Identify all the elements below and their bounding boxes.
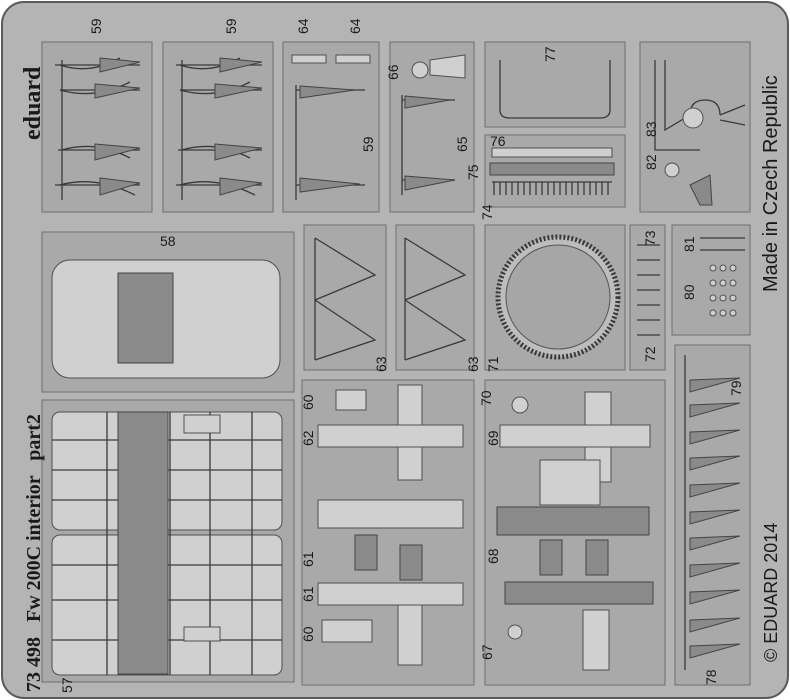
part-number-65: 65: [454, 136, 470, 152]
part-60-62-61-console: [317, 384, 464, 666]
brand-logo: eduard: [20, 66, 46, 140]
part-63-bracket-left: [314, 237, 377, 361]
part-number-64b: 64: [347, 18, 363, 34]
part-64-harness: [291, 54, 371, 200]
part-71-ring-inner: [505, 244, 611, 350]
part-number-83: 83: [643, 121, 659, 137]
part-number-63a: 63: [373, 356, 389, 372]
part-number-73: 73: [642, 230, 658, 246]
part-number-77: 77: [542, 46, 558, 62]
part-72-73-panel: [629, 224, 666, 371]
part-80-81-switches: [700, 237, 745, 317]
part-number-74: 74: [479, 204, 495, 220]
part-number-61a: 61: [300, 551, 316, 567]
part-59-harness-left: [55, 57, 141, 200]
part-number-60b: 60: [300, 626, 316, 642]
part-number-59b: 59: [223, 18, 239, 34]
part-number-76: 76: [490, 133, 506, 149]
part-78-79-harness: [684, 355, 741, 670]
part-number-68: 68: [485, 548, 501, 564]
part-number-59c: 59: [360, 136, 376, 152]
part-number-64a: 64: [295, 18, 311, 34]
copyright-label: © EDUARD 2014: [761, 523, 781, 662]
part-66-65-assembly: [401, 54, 466, 195]
part-number-81: 81: [681, 236, 697, 252]
fret-title: 73 498 Fw 200C interior part2: [23, 414, 45, 692]
part-80-81-panel: [671, 224, 751, 336]
part-number-70: 70: [478, 390, 494, 406]
part-77-panel: [484, 41, 626, 128]
part-number-62: 62: [300, 430, 316, 446]
part-number-61b: 61: [300, 586, 316, 602]
part-72-73-levers: [637, 244, 660, 336]
part-number-57: 57: [59, 677, 75, 693]
part-67-70-console: [496, 391, 654, 671]
part-number-67: 67: [479, 644, 495, 660]
part-number-71: 71: [485, 356, 501, 372]
part-number-82: 82: [643, 154, 659, 170]
part-number-63b: 63: [465, 356, 481, 372]
part-number-80: 80: [681, 284, 697, 300]
part-number-78: 78: [703, 669, 719, 685]
origin-label: Made in Czech Republic: [760, 75, 782, 292]
part-number-66: 66: [385, 64, 401, 80]
part-number-72: 72: [642, 346, 658, 362]
part-number-75: 75: [465, 164, 481, 180]
part-number-69: 69: [485, 430, 501, 446]
part-number-59a: 59: [88, 18, 104, 34]
part-77-frame: [499, 60, 611, 119]
part-number-60a: 60: [300, 394, 316, 410]
part-74-76-strip: [489, 147, 615, 195]
part-number-58: 58: [160, 233, 176, 249]
part-number-79: 79: [728, 380, 744, 396]
part-63-bracket-right: [404, 237, 467, 361]
part-82-83-piping: [654, 60, 746, 206]
part-59-harness-right: [176, 57, 263, 200]
part-63-panel-right: [395, 224, 475, 371]
part-57-grid-frame: [51, 411, 283, 676]
part-58-window: [117, 272, 174, 364]
part-63-panel-left: [303, 224, 387, 371]
